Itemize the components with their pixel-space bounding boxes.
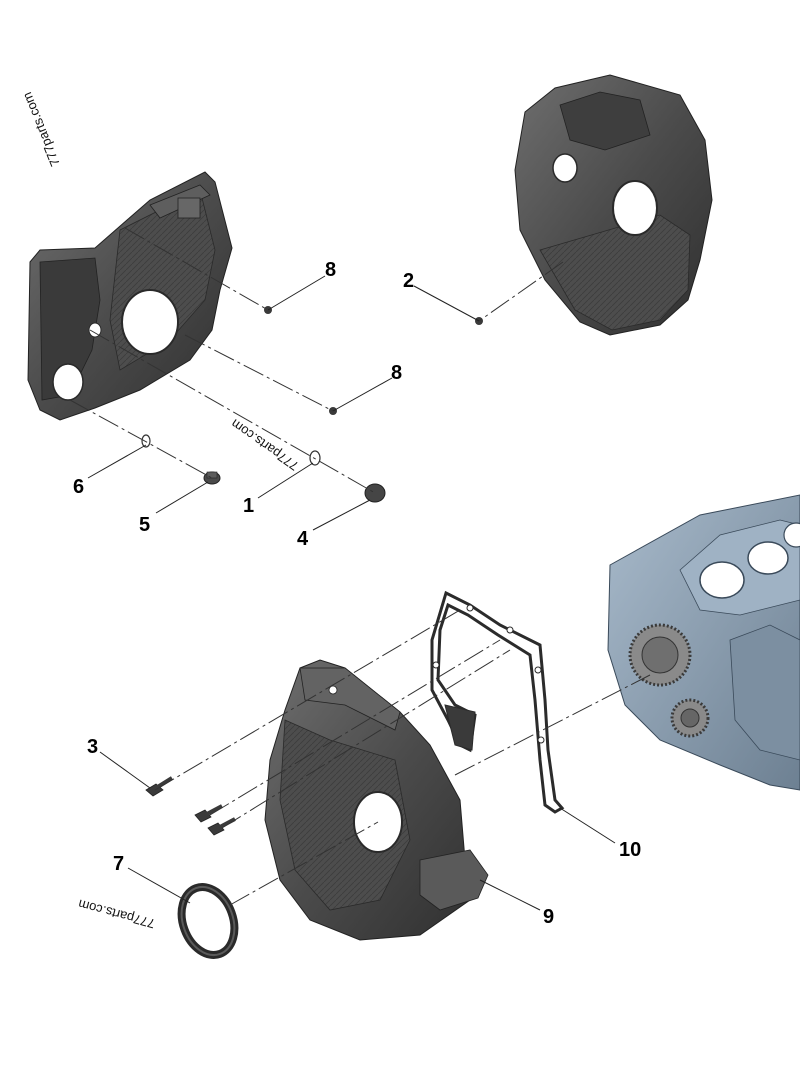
flywheel-housing-lower bbox=[264, 659, 489, 941]
leader-lines bbox=[87, 275, 616, 911]
housing-gasket bbox=[430, 590, 565, 814]
o-ring-part-1 bbox=[309, 450, 321, 466]
callout-6: 6 bbox=[73, 476, 84, 498]
bolt-part-3 bbox=[145, 776, 174, 797]
bolt-lower-a bbox=[194, 804, 223, 823]
o-ring-part-6 bbox=[141, 434, 151, 448]
callout-4: 4 bbox=[297, 528, 309, 550]
callout-7: 7 bbox=[113, 853, 124, 875]
engine-block bbox=[607, 494, 800, 791]
callout-1: 1 bbox=[243, 495, 254, 517]
callout-8-lower: 8 bbox=[391, 362, 402, 384]
watermark-center: 777parts.com bbox=[228, 416, 301, 473]
callout-10: 10 bbox=[619, 839, 641, 861]
seal-ring-part-7 bbox=[177, 883, 239, 959]
assembly-center-lines bbox=[69, 227, 651, 906]
callout-2: 2 bbox=[403, 270, 414, 292]
flywheel-housing-rear-left bbox=[27, 171, 233, 421]
bolt-lower-b bbox=[207, 817, 236, 836]
flywheel-housing-front-right bbox=[514, 74, 713, 336]
callout-8-upper: 8 bbox=[325, 259, 336, 281]
plug-part-5 bbox=[203, 471, 221, 485]
callout-3: 3 bbox=[87, 736, 98, 758]
watermark-bottom-left: 777parts.com bbox=[77, 897, 157, 932]
cap-part-4 bbox=[364, 483, 386, 503]
watermark-top-left: 777parts.com bbox=[19, 90, 62, 169]
callout-9: 9 bbox=[543, 906, 554, 928]
callout-5: 5 bbox=[139, 514, 150, 536]
